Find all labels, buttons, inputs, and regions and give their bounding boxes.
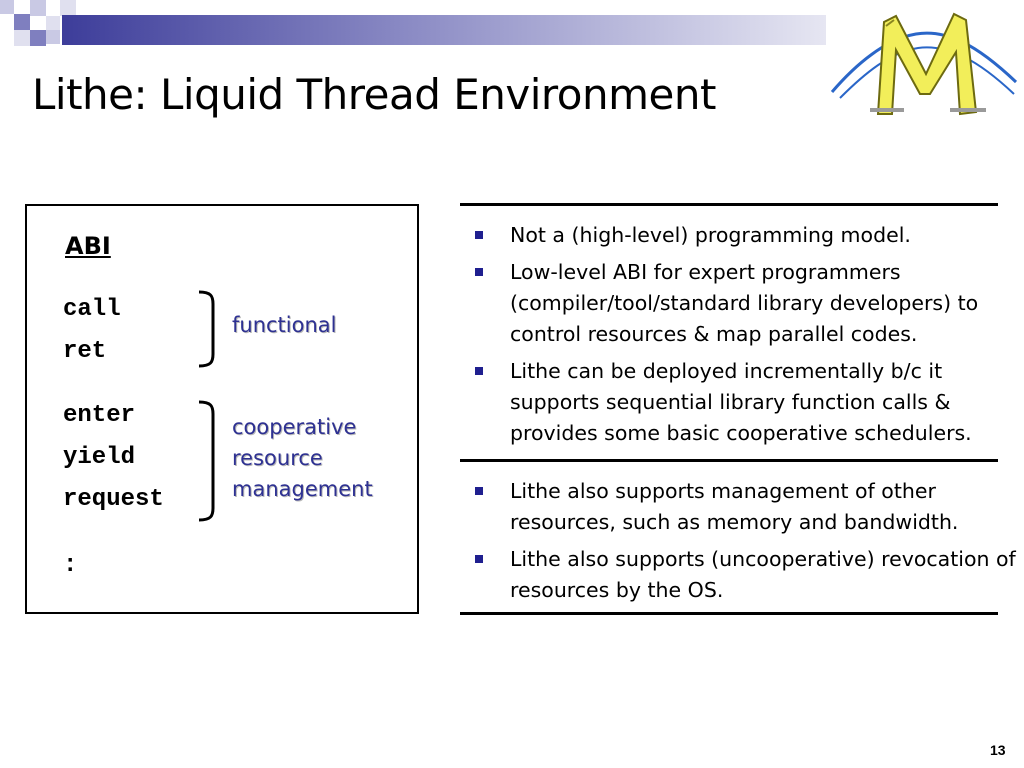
coop-label: cooperative resource management: [232, 412, 373, 505]
code-enter: enter: [63, 402, 136, 429]
header-decoration: [0, 0, 830, 60]
code-yield: yield: [63, 444, 136, 471]
coop-label-line: resource: [232, 446, 323, 470]
code-call: call: [63, 296, 121, 323]
deco-square: [30, 0, 46, 16]
abi-box: ABI call ret functional enter yield requ…: [25, 204, 419, 614]
header-gradient-bar: [62, 15, 826, 45]
deco-square: [60, 0, 76, 16]
code-ret: ret: [63, 338, 107, 365]
bullet-square-icon: [475, 487, 483, 495]
page-number: 13: [990, 742, 1006, 758]
divider-bottom: [460, 612, 998, 615]
list-item: Lithe also supports management of other …: [472, 476, 1020, 538]
brace-icon: [198, 400, 215, 522]
list-item: Lithe can be deployed incrementally b/c …: [472, 356, 1020, 449]
bullet-text: Lithe can be deployed incrementally b/c …: [510, 359, 972, 445]
bullet-list-1: Not a (high-level) programming model. Lo…: [472, 220, 1020, 455]
code-request: request: [63, 486, 164, 513]
code-ellipsis: :: [63, 552, 78, 579]
functional-label: functional: [232, 313, 337, 337]
bullet-square-icon: [475, 367, 483, 375]
bullet-text: Low-level ABI for expert programmers (co…: [510, 260, 979, 346]
bullet-text: Not a (high-level) programming model.: [510, 223, 911, 247]
coop-label-line: management: [232, 477, 373, 501]
deco-square: [46, 16, 60, 30]
bullet-list-2: Lithe also supports management of other …: [472, 476, 1020, 612]
deco-square: [14, 30, 30, 46]
list-item: Not a (high-level) programming model.: [472, 220, 1020, 251]
bullet-square-icon: [475, 231, 483, 239]
divider-top: [460, 203, 998, 206]
logo-icon: [830, 12, 1018, 116]
deco-square: [30, 30, 46, 46]
bullet-square-icon: [475, 268, 483, 276]
list-item: Low-level ABI for expert programmers (co…: [472, 257, 1020, 350]
deco-square: [0, 0, 14, 14]
abi-heading: ABI: [65, 232, 111, 260]
coop-label-line: cooperative: [232, 415, 357, 439]
bullet-text: Lithe also supports (uncooperative) revo…: [510, 547, 1016, 602]
slide-title: Lithe: Liquid Thread Environment: [32, 70, 716, 119]
bullet-text: Lithe also supports management of other …: [510, 479, 959, 534]
divider-middle: [460, 459, 998, 462]
deco-square: [46, 30, 60, 44]
list-item: Lithe also supports (uncooperative) revo…: [472, 544, 1020, 606]
deco-square: [14, 14, 30, 30]
brace-icon: [198, 290, 215, 368]
bullet-square-icon: [475, 555, 483, 563]
